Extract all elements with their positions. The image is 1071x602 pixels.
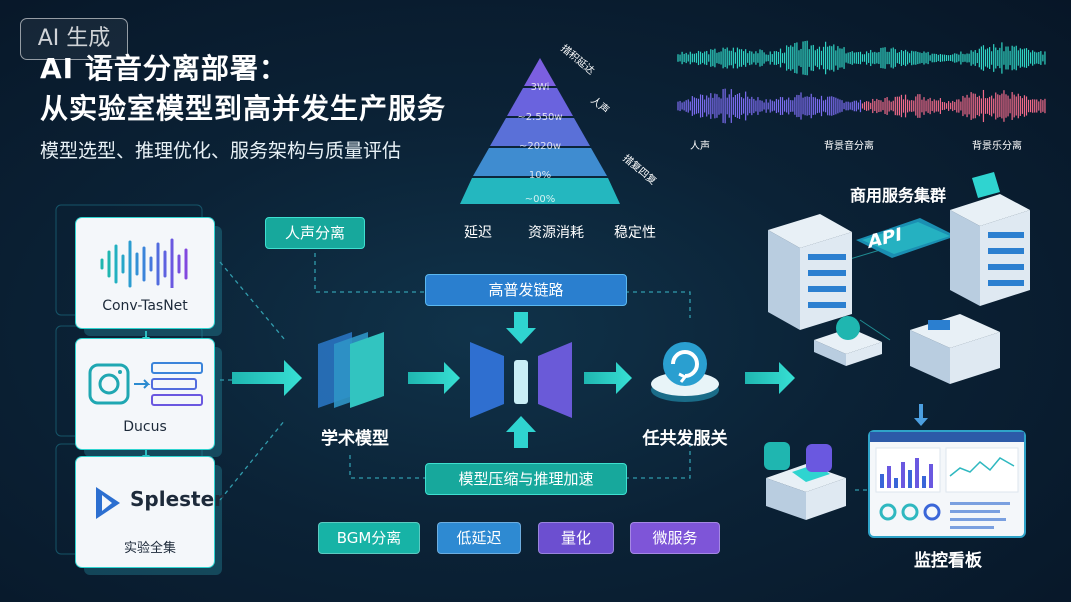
model-subtitle: 实验全集 bbox=[124, 541, 177, 556]
model-name: Splester bbox=[130, 487, 225, 511]
waveform-label: 人声 bbox=[690, 141, 710, 152]
encoder-decoder-icon bbox=[470, 342, 572, 418]
tag-vocal-separation: 人声分离 bbox=[265, 217, 365, 249]
ai-generated-badge: AI 生成 bbox=[20, 18, 128, 60]
dashboard-bar bbox=[887, 466, 891, 488]
tag-compress-accelerate: 模型压缩与推理加速 bbox=[425, 463, 627, 495]
title-line-1: AI 语音分离部署： bbox=[40, 52, 288, 85]
bottom-tag-low-latency: 低延迟 bbox=[437, 522, 521, 554]
waveform-label: 背景音分离 bbox=[824, 141, 874, 152]
dashboard-bar bbox=[929, 464, 933, 488]
pyramid-axis-label: 稳定性 bbox=[614, 225, 656, 241]
academic-model-label: 学术模型 bbox=[321, 429, 389, 449]
dashboard-bar bbox=[908, 470, 912, 488]
pyramid-tier-label: ~2020w bbox=[518, 141, 561, 152]
waveform-label: 背景乐分离 bbox=[972, 141, 1022, 152]
waveform-icon bbox=[100, 238, 188, 288]
model-name: Ducus bbox=[123, 419, 167, 435]
service-cluster-illustration bbox=[768, 172, 1030, 384]
model-name: Conv-TasNet bbox=[102, 298, 188, 314]
dashboard-bar bbox=[901, 462, 905, 488]
pyramid-tier bbox=[490, 118, 590, 146]
camera-icon bbox=[88, 362, 203, 406]
separated-waveforms bbox=[677, 40, 1046, 124]
gateway-label: 任共发服关 bbox=[642, 429, 728, 449]
model-card-ducus[interactable]: Ducus bbox=[76, 339, 214, 449]
pyramid-tier-label: ~00% bbox=[524, 194, 556, 205]
title-line-2: 从实验室模型到高并发生产服务 bbox=[40, 92, 447, 125]
monitor-label: 监控看板 bbox=[914, 551, 982, 571]
dashboard-bar bbox=[880, 474, 884, 488]
pyramid-tier bbox=[507, 88, 573, 116]
cluster-label: 商用服务集群 bbox=[849, 186, 946, 205]
tag-pipeline: 高普发链路 bbox=[425, 274, 627, 306]
data-cube-illustration bbox=[764, 442, 846, 520]
evaluation-pyramid bbox=[460, 58, 620, 204]
bottom-tag-bgm: BGM分离 bbox=[318, 522, 420, 554]
pyramid-tier bbox=[473, 148, 607, 176]
pyramid-tier bbox=[524, 58, 556, 86]
gateway-icon bbox=[651, 342, 719, 402]
flow-arrows bbox=[142, 312, 928, 460]
dashboard-bar bbox=[922, 476, 926, 488]
pyramid-tier bbox=[460, 178, 620, 204]
pyramid-tier-label: 10% bbox=[528, 170, 552, 181]
model-card-conv-tasnet[interactable]: Conv-TasNet bbox=[76, 218, 214, 328]
splester-logo-icon bbox=[96, 487, 120, 519]
model-card-splester[interactable]: Splester 实验全集 bbox=[76, 457, 224, 567]
pyramid-axis-label: 延迟 bbox=[464, 225, 492, 241]
dashboard-bar bbox=[915, 458, 919, 488]
subtitle: 模型选型、推理优化、服务架构与质量评估 bbox=[40, 140, 402, 162]
bottom-tag-microservice: 微服务 bbox=[630, 522, 720, 554]
pyramid-tier-label: 3Wi bbox=[530, 82, 550, 93]
dashboard-bar bbox=[894, 478, 898, 488]
pyramid-tier-label: ~2.550w bbox=[517, 112, 563, 123]
bottom-tag-quantization: 量化 bbox=[538, 522, 614, 554]
dashboard-charts bbox=[870, 432, 1024, 529]
pyramid-axis-label: 资源消耗 bbox=[528, 225, 584, 241]
monitor-dashboard-screen bbox=[870, 432, 1024, 536]
academic-model-icon bbox=[318, 332, 384, 408]
